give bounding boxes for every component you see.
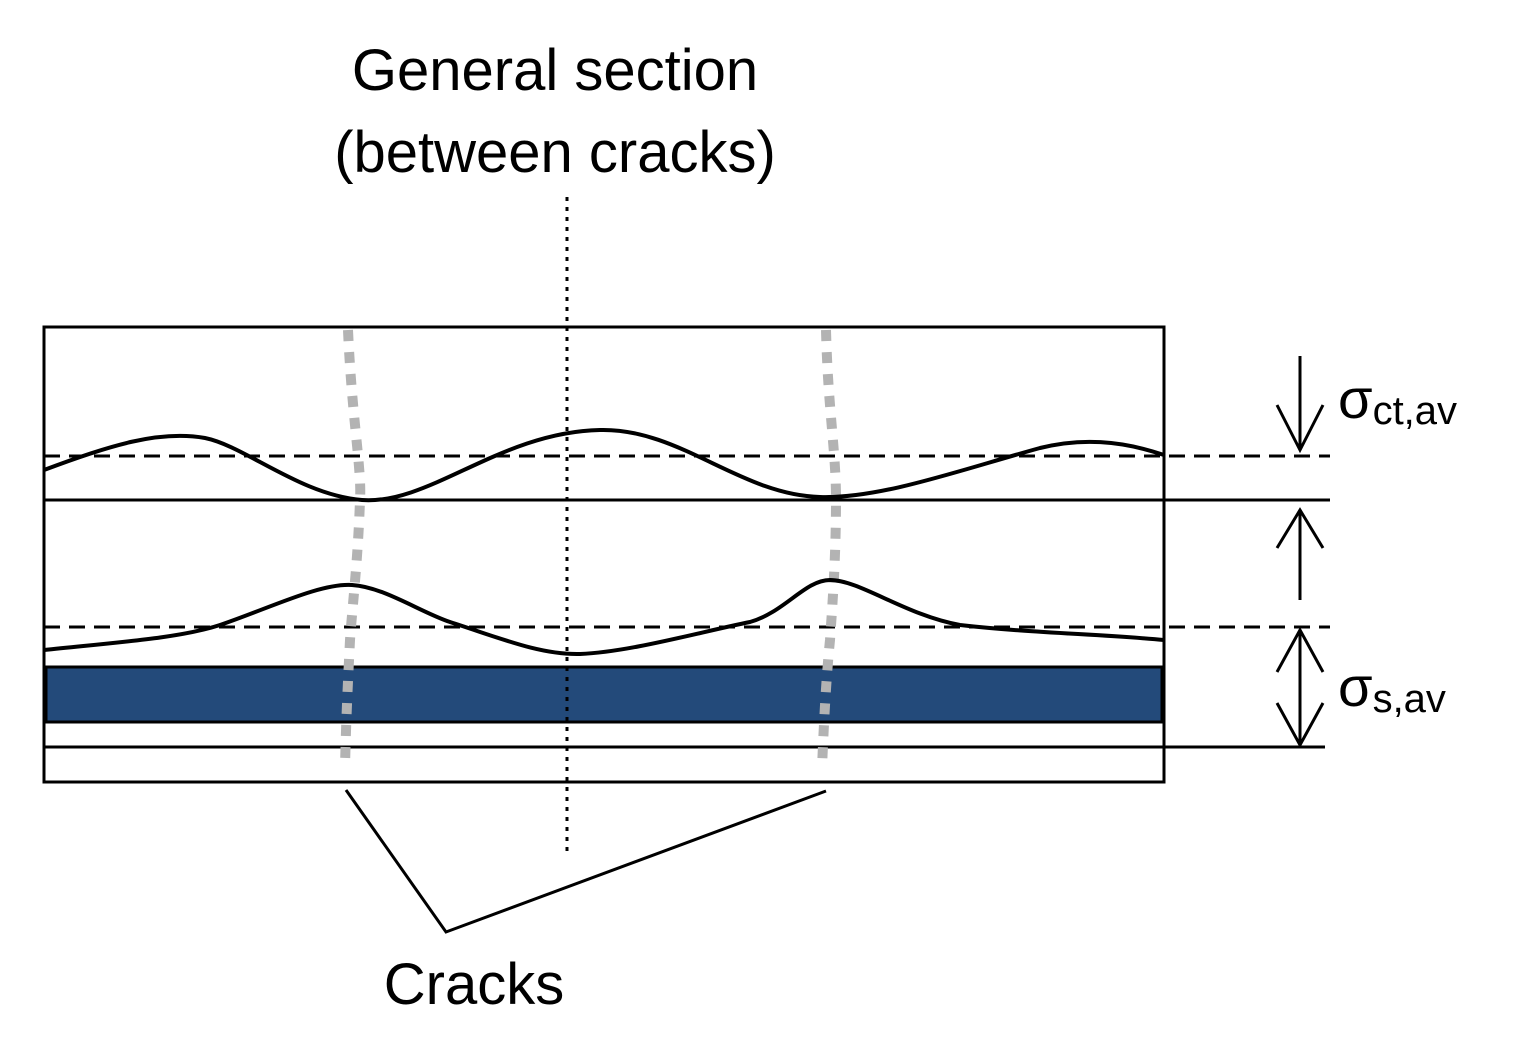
concrete-stress-arrow: [1275, 356, 1325, 454]
sigma-ct-symbol: σ: [1338, 367, 1373, 430]
member-outline: [42, 325, 1166, 784]
sigma-s-subscript: s,av: [1373, 677, 1446, 721]
sigma-s-av-label: σs,av: [1338, 655, 1446, 721]
cracks-label: Cracks: [384, 952, 564, 1017]
reinforcement-bar: [44, 665, 1164, 724]
crack-right: [817, 329, 842, 769]
cracks-leader-line: [344, 789, 827, 934]
general-section-title-line1: General section: [352, 38, 758, 103]
steel-stress-curve: [43, 577, 1165, 657]
general-section-title-line2: (between cracks): [334, 120, 776, 185]
concrete-stress-curve: [43, 427, 1165, 503]
upward-arrow: [1275, 507, 1325, 600]
sigma-ct-subscript: ct,av: [1373, 389, 1457, 433]
sigma-s-symbol: σ: [1338, 655, 1373, 718]
steel-stress-arrow: [1275, 626, 1325, 749]
sigma-ct-av-label: σct,av: [1338, 367, 1457, 433]
